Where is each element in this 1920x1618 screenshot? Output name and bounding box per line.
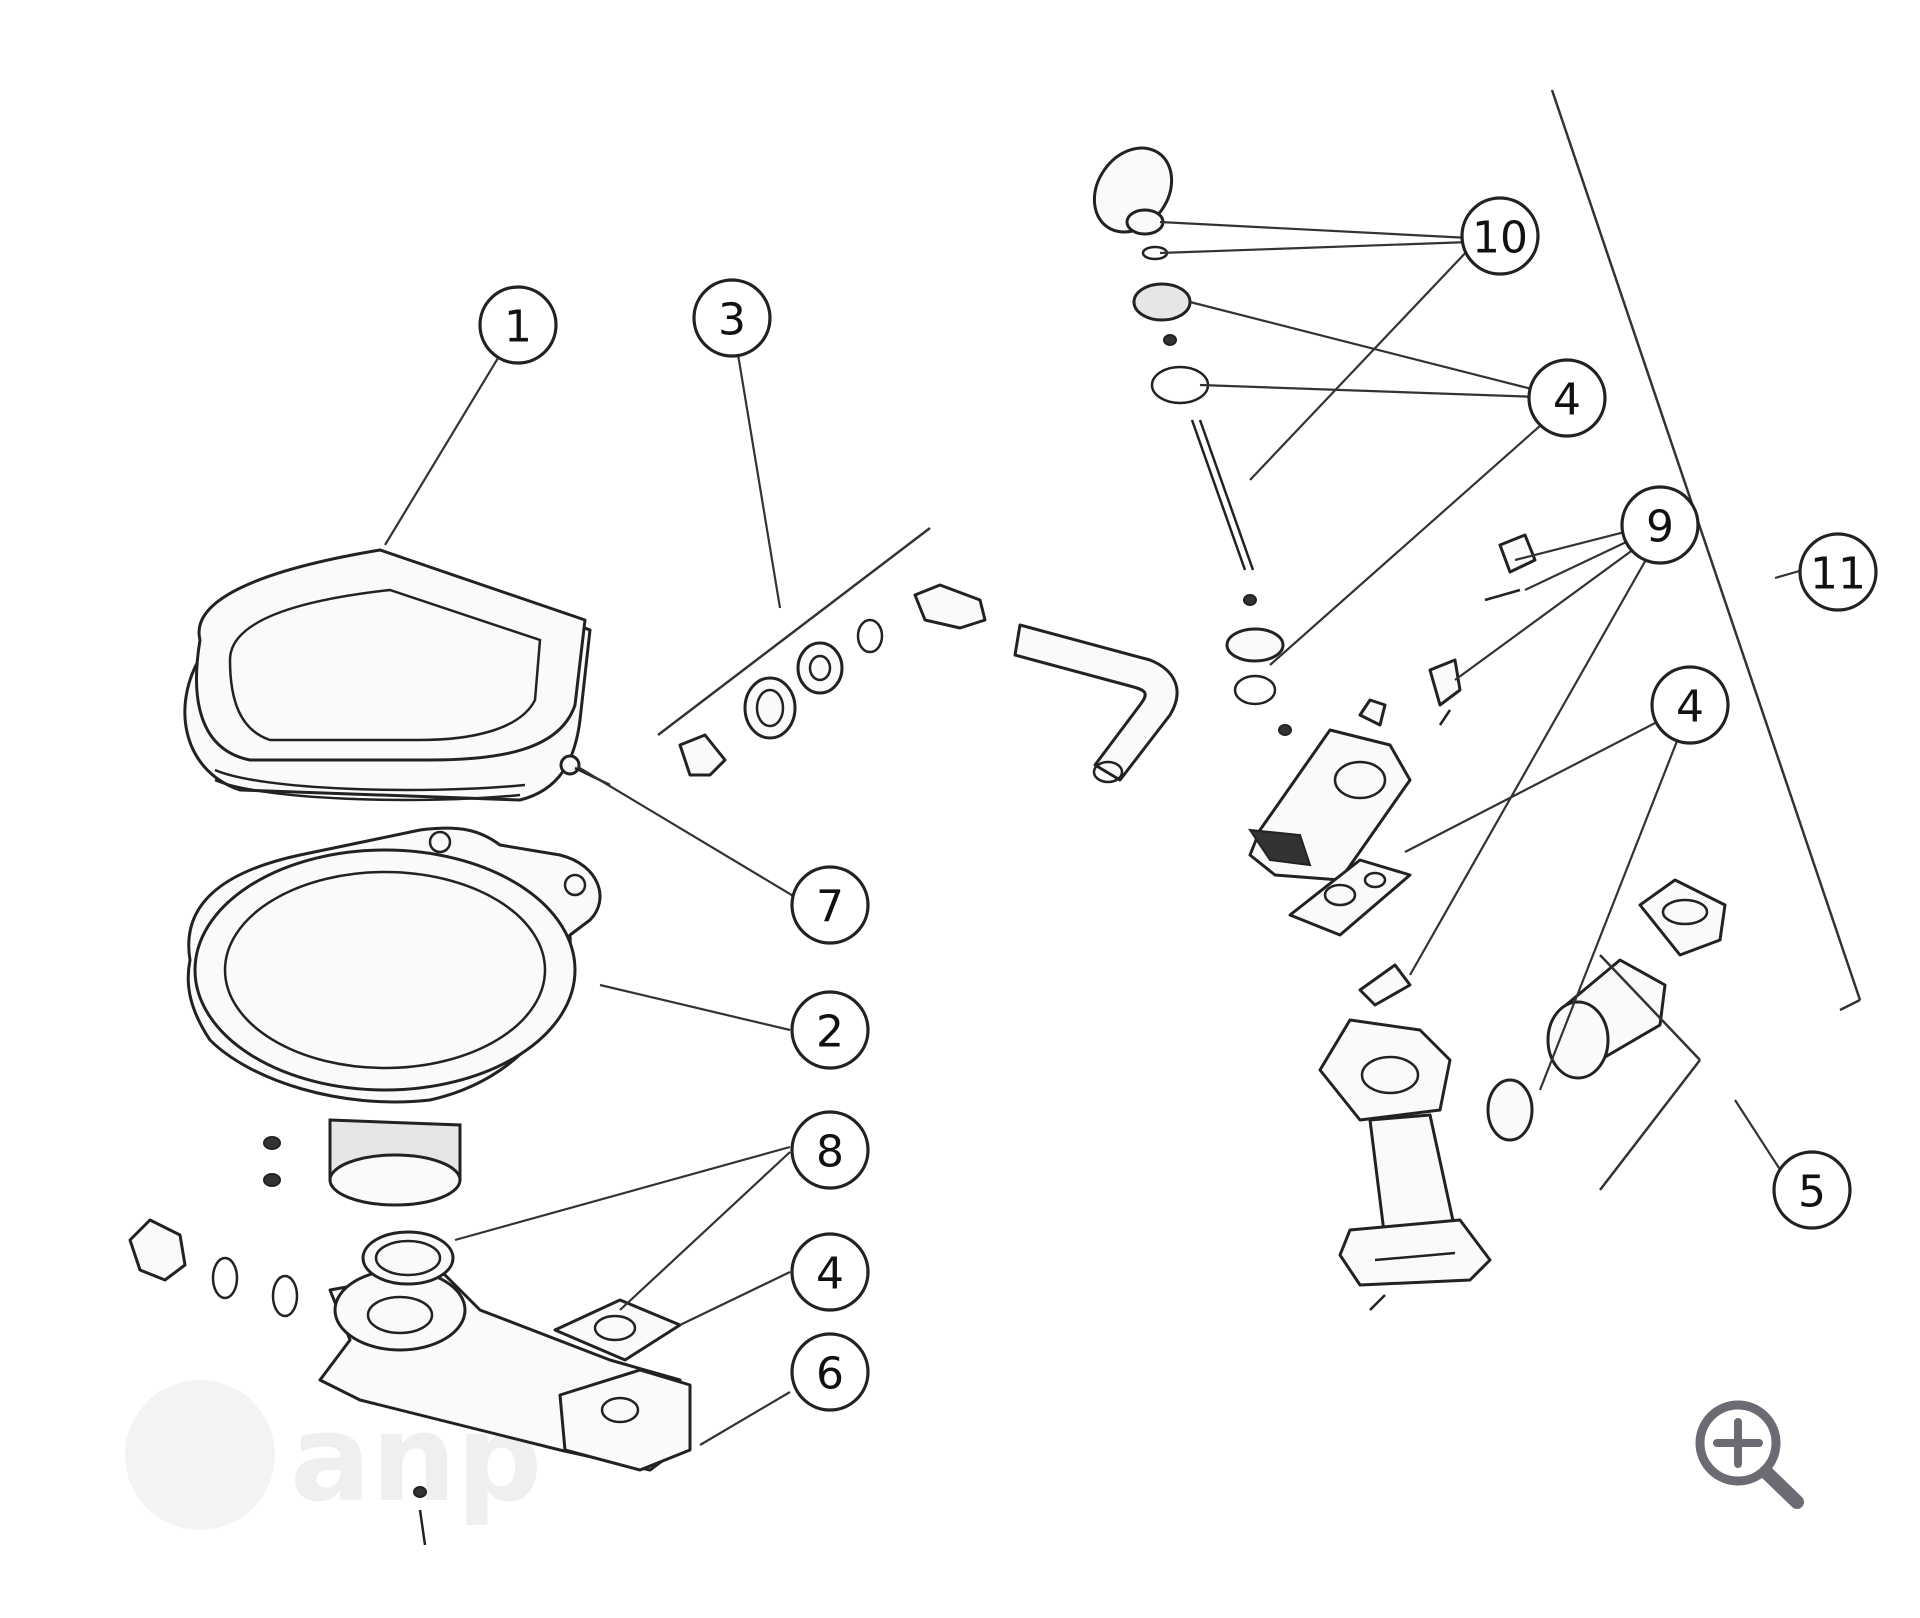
svg-text:7: 7 <box>816 882 844 933</box>
part-pump-handle <box>1092 146 1292 736</box>
part-pump-stand <box>1318 1018 1492 1311</box>
part-base-plug <box>128 1218 299 1318</box>
part-pump-body <box>1247 698 1412 882</box>
callout-11: 11 <box>1798 532 1878 612</box>
callout-8: 8 <box>790 1110 870 1190</box>
callout-3: 3 <box>692 278 772 358</box>
svg-text:4: 4 <box>1676 682 1704 733</box>
svg-text:9: 9 <box>1646 502 1674 553</box>
fasteners-bowl <box>263 1136 281 1187</box>
part-gaskets <box>361 1230 682 1362</box>
part-hinge-screw <box>559 754 611 787</box>
svg-text:8: 8 <box>816 1127 844 1178</box>
svg-text:2: 2 <box>816 1007 844 1058</box>
bracket-group-5 <box>1599 954 1701 1061</box>
part-hose <box>1013 623 1179 784</box>
callout-4-top: 4 <box>1527 358 1607 438</box>
callout-9: 9 <box>1620 485 1700 565</box>
bracket-group-3 <box>657 527 931 736</box>
svg-text:10: 10 <box>1472 213 1528 264</box>
bracket-group-5b <box>1599 1059 1701 1191</box>
svg-text:3: 3 <box>718 295 746 346</box>
callout-4-bottom: 4 <box>790 1232 870 1312</box>
svg-text:1: 1 <box>504 302 532 353</box>
bracket-group-11b <box>1839 998 1861 1012</box>
callout-1: 1 <box>478 285 558 365</box>
svg-text:11: 11 <box>1810 549 1866 600</box>
svg-text:4: 4 <box>1553 375 1581 426</box>
part-inlet-fittings <box>678 583 987 777</box>
part-pump-gasket <box>1288 858 1412 1007</box>
callout-6: 6 <box>790 1332 870 1412</box>
part-valve-small <box>1428 533 1537 726</box>
part-seat-lid <box>183 548 592 802</box>
part-base <box>318 1268 692 1546</box>
zoom-in-icon[interactable] <box>1695 1400 1804 1509</box>
svg-text:6: 6 <box>816 1349 844 1400</box>
callout-10: 10 <box>1460 196 1540 276</box>
part-bowl <box>186 826 602 1207</box>
callout-4-mid: 4 <box>1650 665 1730 745</box>
part-outlet <box>1486 878 1727 1142</box>
callout-7: 7 <box>790 865 870 945</box>
callout-2: 2 <box>790 990 870 1070</box>
bracket-group-11 <box>1550 89 1862 1001</box>
svg-text:5: 5 <box>1798 1167 1826 1218</box>
svg-text:4: 4 <box>816 1249 844 1300</box>
callout-5: 5 <box>1772 1150 1852 1230</box>
